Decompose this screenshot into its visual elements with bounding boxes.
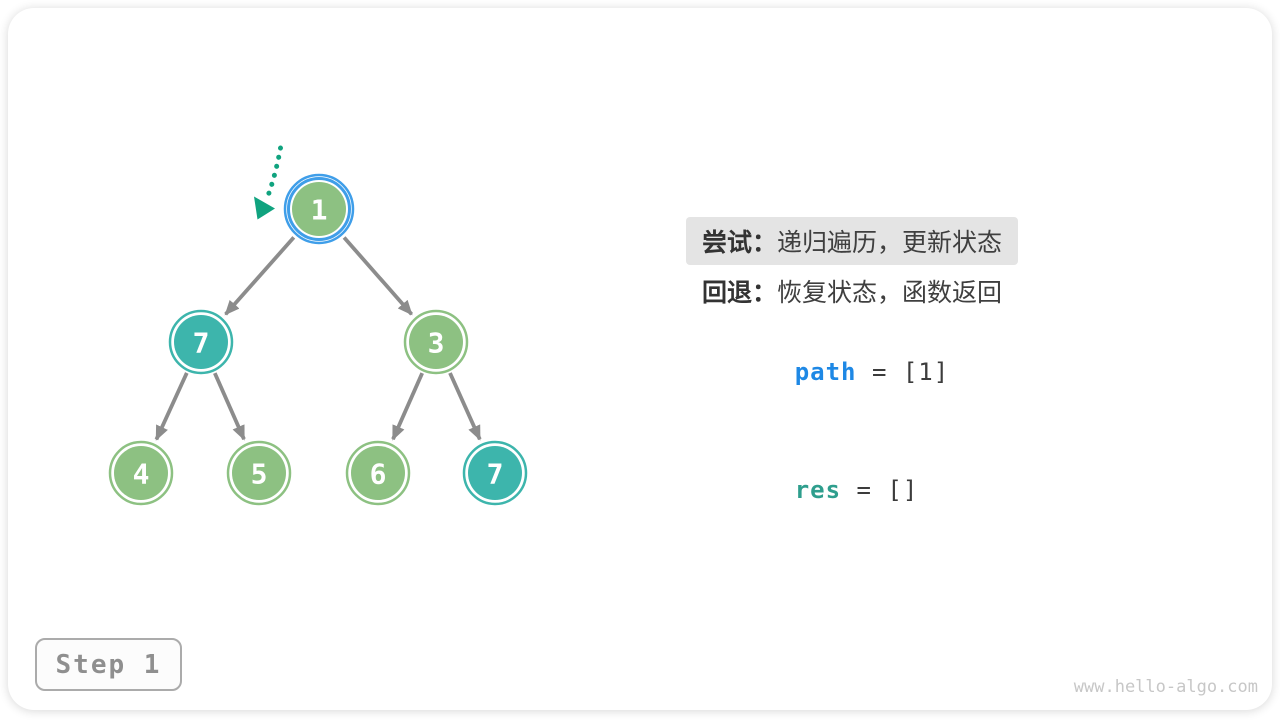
backtrack-label: 回退： [702,279,778,307]
path-variable-line: path = [1] [702,330,949,414]
res-value: = [] [841,476,919,504]
tree-edge [391,372,424,441]
try-label: 尝试： [702,229,778,257]
tree-edge [448,372,482,441]
tree-node-value: 4 [133,458,150,491]
pointer-dotted-line [263,145,283,204]
tree-edge [213,372,246,441]
step-badge: Step 1 [35,638,182,691]
tree-node-3: 3 [403,309,469,375]
current-node-pointer-icon [254,145,283,220]
res-var: res [794,476,842,504]
watermark: www.hello-algo.com [1073,677,1258,697]
path-value: = [1] [856,358,950,386]
tree-node-value: 1 [311,194,328,227]
pointer-arrowhead-icon [254,196,275,220]
tree-node-5: 5 [226,440,292,506]
tree-edge [154,372,189,441]
tree-edge [224,236,296,316]
try-text: 递归遍历，更新状态 [777,229,1003,257]
tree-node-6: 6 [345,440,411,506]
path-var: path [794,358,857,386]
tree-node-7: 7 [462,440,528,506]
step-label: Step 1 [55,649,162,680]
tree-nodes: 1 7 3 4 5 6 7 [108,173,528,506]
backtrack-text: 恢复状态，函数返回 [777,279,1003,307]
tree-node-value: 7 [193,327,210,360]
backtrack-description: 回退：恢复状态，函数返回 [702,279,1002,307]
tree-node-value: 3 [428,327,445,360]
tree-edges [154,236,482,441]
tree-node-1-current: 1 [283,173,355,245]
tree-node-4: 4 [108,440,174,506]
tree-node-7: 7 [168,309,234,375]
tree-node-value: 6 [370,458,387,491]
tree-node-value: 5 [251,458,268,491]
tree-node-value: 7 [487,458,504,491]
tree-edge [342,236,414,316]
try-description: 尝试：递归遍历，更新状态 [686,217,1019,265]
res-variable-line: res = [] [702,448,918,532]
